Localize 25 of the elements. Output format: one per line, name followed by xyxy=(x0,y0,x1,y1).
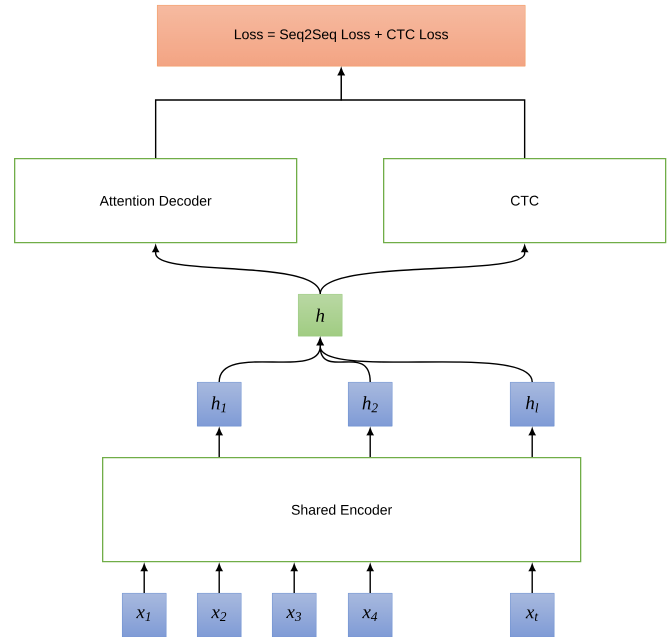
input-box: x$_{4}$ xyxy=(348,593,392,637)
arrow xyxy=(366,428,374,457)
vector-box: h$_{2}$ xyxy=(348,382,392,426)
decoder-box: Attention Decoder xyxy=(14,158,298,244)
arrow xyxy=(366,564,374,593)
arrow xyxy=(316,338,533,382)
encoder-box: Shared Encoder xyxy=(102,457,582,562)
arrow xyxy=(216,428,223,457)
input-box: x$_{3}$ xyxy=(272,593,316,637)
arrow xyxy=(320,245,528,294)
arrow xyxy=(152,245,321,294)
arrow xyxy=(528,428,536,457)
input-box: x$_{1}$ xyxy=(122,593,166,637)
arrow xyxy=(140,564,148,593)
arrow xyxy=(290,564,298,593)
arrow xyxy=(338,68,526,158)
input-box: x$_{t}$ xyxy=(510,593,554,637)
vector-box: h$_{1}$ xyxy=(197,382,242,426)
ctc-box: CTC xyxy=(383,158,666,244)
input-box: x$_{2}$ xyxy=(197,593,242,637)
loss-box: Loss = Seq2Seq Loss + CTC Loss xyxy=(157,5,526,66)
arrow xyxy=(528,564,536,593)
arrow xyxy=(216,564,223,593)
vector-box: h$_{l}$ xyxy=(510,382,554,426)
vector-box: h xyxy=(298,294,342,336)
